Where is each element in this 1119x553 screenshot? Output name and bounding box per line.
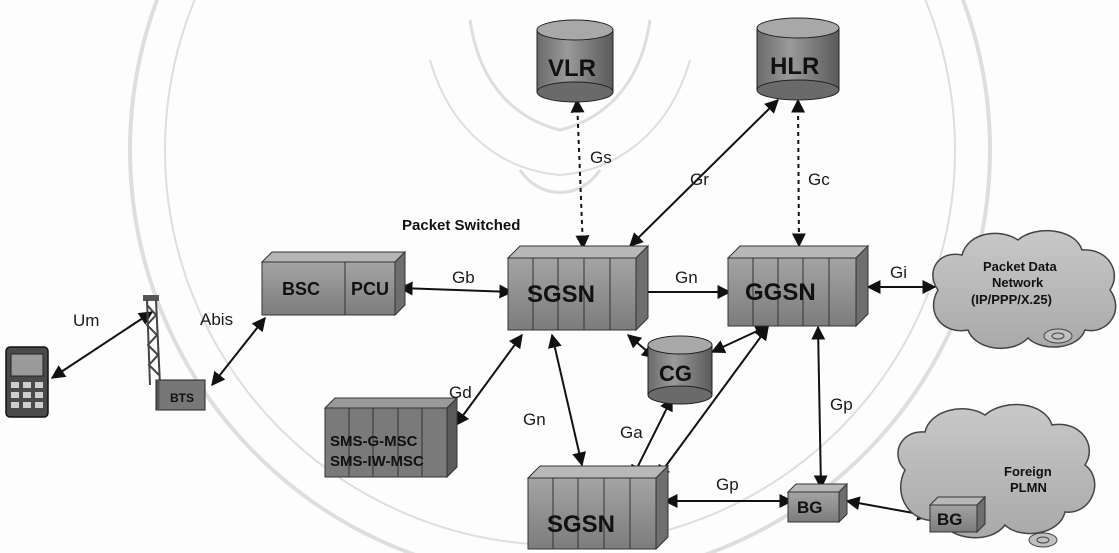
sms-line2-label: SMS-IW-MSC — [330, 453, 424, 470]
link-gn-bottom — [548, 333, 586, 467]
pdn-line2-label: Network — [992, 275, 1044, 290]
link-sgsn2-ggsn — [656, 325, 769, 480]
interface-gp-bottom-label: Gp — [716, 475, 739, 494]
interface-um-label: Um — [73, 311, 99, 330]
packet-data-network-cloud: Packet Data Network (IP/PPP/X.25) — [932, 229, 1117, 350]
bg-foreign-node: BG — [928, 495, 987, 534]
pdn-line1-label: Packet Data — [983, 259, 1057, 274]
ggsn-label: GGSN — [745, 279, 816, 306]
interface-gs-label: Gs — [590, 148, 612, 167]
ggsn-node: GGSN — [726, 244, 870, 328]
pcu-label: PCU — [351, 279, 389, 299]
bts-label: BTS — [170, 391, 194, 405]
link-gp-right — [811, 325, 828, 490]
packet-switched-label: Packet Switched — [402, 217, 520, 234]
sgsn-main-label: SGSN — [527, 281, 595, 308]
interface-gn-bottom-label: Gn — [523, 410, 546, 429]
sms-msc-node: SMS-G-MSC SMS-IW-MSC — [323, 396, 459, 479]
bg-home-label: BG — [797, 498, 823, 517]
mobile-phone-icon — [5, 346, 49, 418]
link-gr — [629, 99, 779, 247]
sgsn-main-node: SGSN — [506, 244, 650, 332]
bg-home-node: BG — [786, 482, 849, 524]
interface-gc-label: Gc — [808, 170, 830, 189]
link-um — [50, 311, 154, 379]
interface-gp-right-label: Gp — [830, 395, 853, 414]
interface-ga-label: Ga — [620, 423, 643, 442]
foreign-line1-label: Foreign — [1004, 464, 1052, 479]
interface-gd-label: Gd — [449, 383, 472, 402]
interface-gr-label: Gr — [690, 170, 709, 189]
interface-gb-label: Gb — [452, 268, 475, 287]
link-gb — [398, 281, 514, 299]
sgsn-second-label: SGSN — [547, 511, 615, 538]
pdn-line3-label: (IP/PPP/X.25) — [971, 292, 1052, 307]
sms-line1-label: SMS-G-MSC — [330, 433, 418, 450]
sgsn-second-node: SGSN — [526, 464, 670, 551]
link-gc — [791, 98, 806, 248]
hlr-database: HLR — [756, 17, 840, 101]
bsc-label: BSC — [282, 279, 320, 299]
interface-abis-label: Abis — [200, 310, 233, 329]
vlr-label: VLR — [548, 55, 596, 82]
foreign-line2-label: PLMN — [1010, 480, 1047, 495]
cg-database: CG — [647, 335, 713, 405]
bg-foreign-label: BG — [937, 510, 963, 529]
vlr-database: VLR — [536, 19, 614, 103]
hlr-label: HLR — [770, 53, 819, 80]
interface-gn-top-label: Gn — [675, 268, 698, 287]
link-gs — [570, 98, 590, 250]
cg-label: CG — [659, 361, 692, 386]
bts-tower-icon: BTS — [143, 295, 206, 411]
foreign-plmn-cloud: Foreign PLMN — [897, 403, 1096, 548]
link-abis — [211, 316, 266, 387]
bsc-pcu-node: BSC PCU — [260, 250, 407, 317]
link-gd — [455, 333, 523, 427]
connections — [50, 98, 937, 521]
interface-gi-label: Gi — [890, 263, 907, 282]
